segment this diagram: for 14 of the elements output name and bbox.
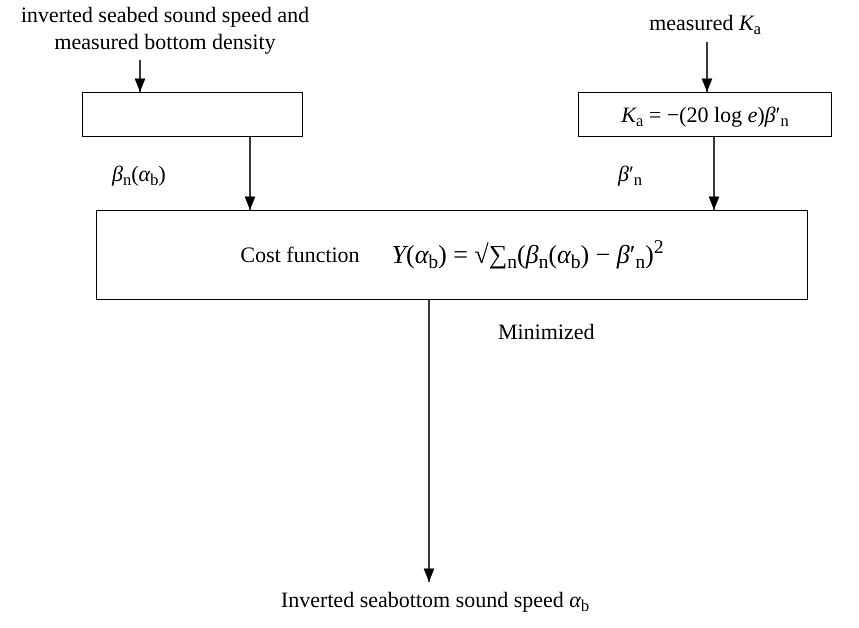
node-text: Inverted seabottom sound speed α$_{b}$ <box>280 586 590 614</box>
process-box <box>578 92 832 137</box>
arrow <box>702 42 712 92</box>
process-box <box>96 210 808 300</box>
box-text: Y(α$_{b}$) = √∑$_{n}$(β$_{n}$(α$_{b}$) − β′$_{n}$)$^{2}$ <box>392 238 664 272</box>
arrow <box>244 137 256 210</box>
box-text: K$_{a}$ = −(20 log e)β′$_{n}$ <box>621 100 789 128</box>
process-box <box>82 92 303 137</box>
arrow <box>708 137 720 210</box>
box-text: Cost function <box>240 241 360 269</box>
node-text: inverted seabed sound speed and measured bottom density <box>20 0 310 56</box>
arrow <box>134 60 146 92</box>
arrow <box>424 300 434 582</box>
node-text: measured K$_{a}$ <box>649 9 761 37</box>
